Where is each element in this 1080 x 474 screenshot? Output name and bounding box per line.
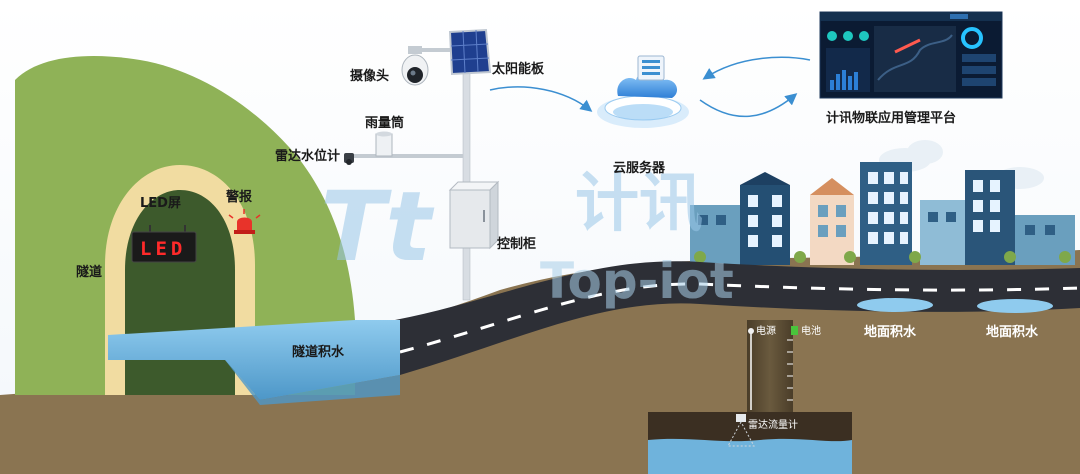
solar-panel-icon xyxy=(448,28,492,76)
pipe-water xyxy=(648,438,852,474)
camera-label: 摄像头 xyxy=(350,68,389,84)
power-label: 电源 xyxy=(756,324,776,337)
rain-gauge-icon xyxy=(375,131,393,157)
arrow-cloud-to-platform xyxy=(699,93,798,118)
svg-text:Tt: Tt xyxy=(320,171,434,283)
arrow-platform-to-cloud xyxy=(702,56,811,80)
arrow-station-to-cloud xyxy=(489,86,593,112)
control-cabinet-label: 控制柜 xyxy=(497,236,536,252)
radar-flow-label: 雷达流量计 xyxy=(748,418,798,431)
city-buildings xyxy=(690,162,1075,265)
watermark: Tt 计讯 Top-iot xyxy=(320,167,734,310)
tunnel-opening xyxy=(125,190,235,395)
battery-label: 电池 xyxy=(801,324,821,337)
alarm-label: 警报 xyxy=(226,189,253,205)
led-screen: LED xyxy=(131,225,197,263)
watermark-en: Top-iot xyxy=(540,252,734,310)
radar-level-sensor-icon xyxy=(344,153,354,165)
cloud-server-icon xyxy=(597,55,689,128)
underground-shaft xyxy=(747,320,793,412)
tunnel-label: 隧道 xyxy=(76,264,102,280)
alarm-light-icon xyxy=(228,209,261,234)
ground-water-label-2: 地面积水 xyxy=(986,324,1039,340)
tunnel-water xyxy=(108,320,400,400)
led-screen-text: LED xyxy=(140,238,186,260)
power-indicator-icon xyxy=(748,328,754,334)
platform-label: 计讯物联应用管理平台 xyxy=(826,110,956,126)
camera-icon xyxy=(401,46,429,86)
control-cabinet-icon xyxy=(448,180,500,250)
ground-water-label-1: 地面积水 xyxy=(864,324,917,340)
ground-puddle-1 xyxy=(857,298,933,312)
radar-flow-sensor-icon xyxy=(727,414,755,447)
road-center-line xyxy=(399,282,1080,354)
management-platform-screenshot xyxy=(819,11,1003,99)
watermark-cn: 计讯 xyxy=(575,167,703,241)
cloud-server-label: 云服务器 xyxy=(613,160,666,176)
radar-level-label: 雷达水位计 xyxy=(275,148,340,164)
battery-indicator-icon xyxy=(791,326,798,335)
led-screen-label: LED屏 xyxy=(140,196,181,211)
rain-gauge-label: 雨量筒 xyxy=(365,115,404,131)
tunnel-water-label: 隧道积水 xyxy=(292,344,345,360)
solar-panel-label: 太阳能板 xyxy=(491,61,545,77)
ground-puddle-2 xyxy=(977,299,1053,313)
